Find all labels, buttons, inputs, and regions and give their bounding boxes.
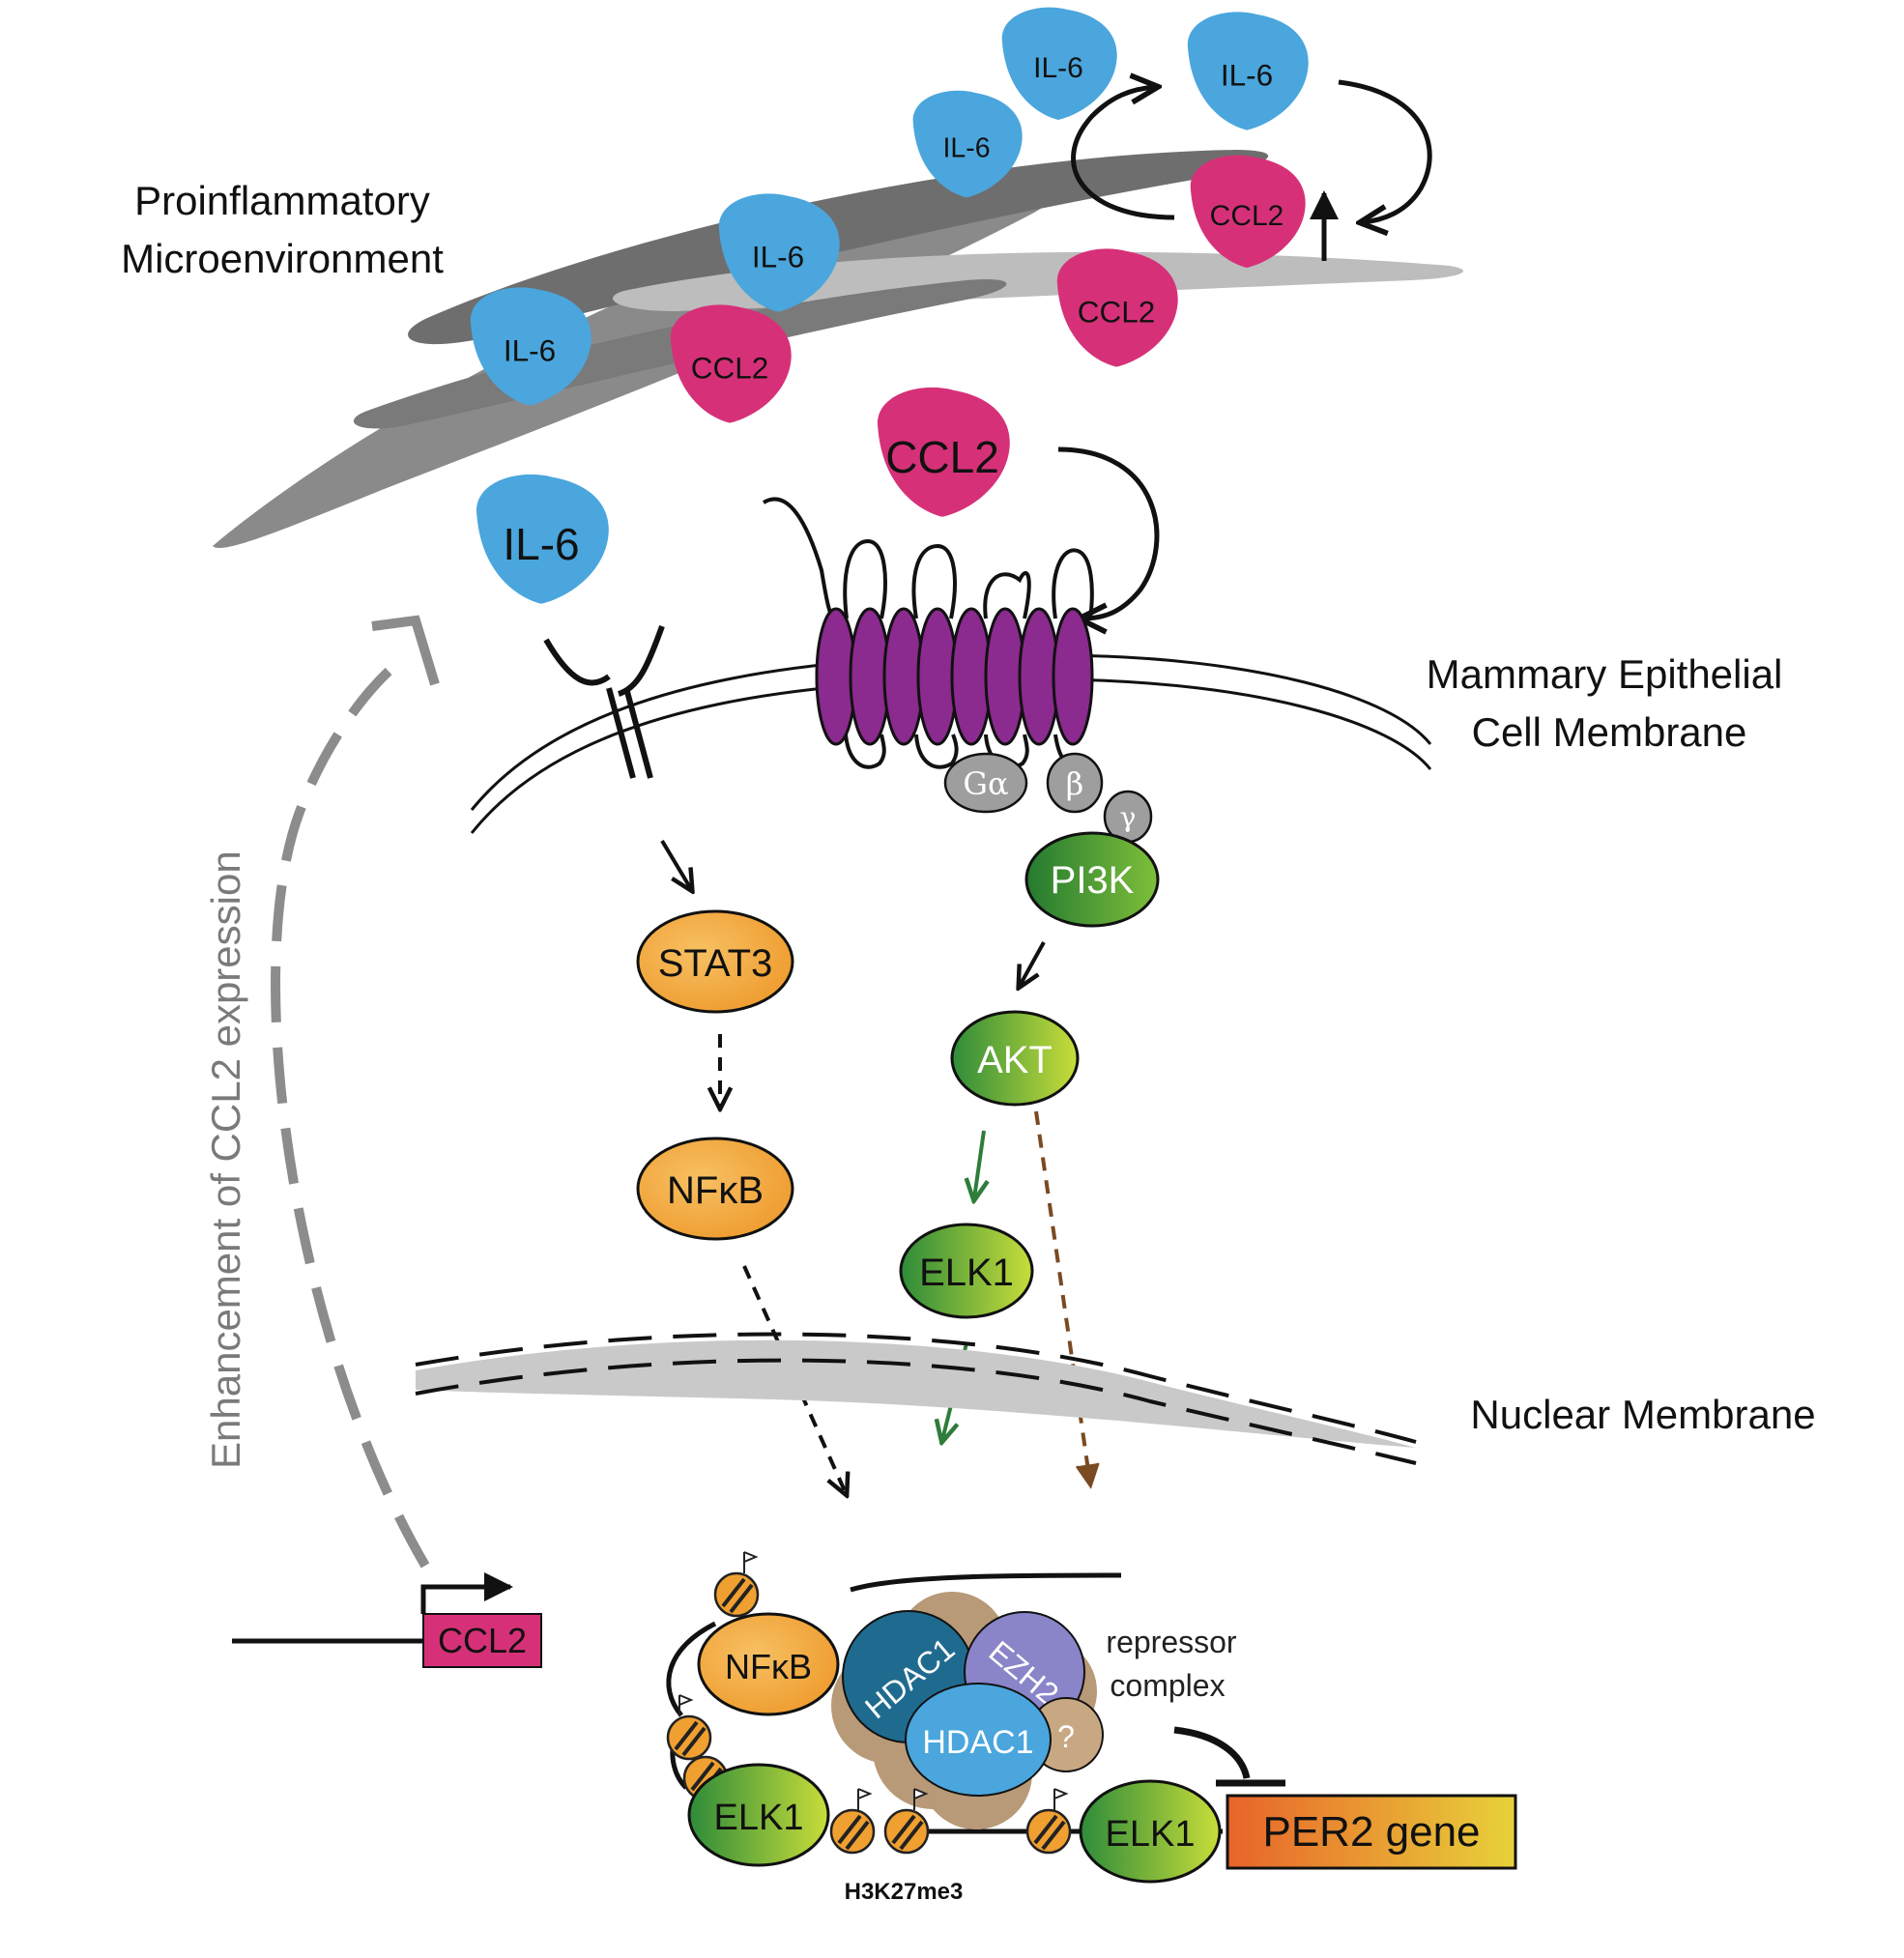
ccl2-receptor-gpcr [815,607,1094,746]
svg-text:PER2 gene: PER2 gene [1262,1808,1480,1856]
il6-ligand-2: IL-6 [1187,12,1309,130]
microenvironment-label: Proinflammatory Microenvironment [121,178,444,281]
svg-text:Gα: Gα [963,765,1008,802]
ccl2-ligand-3: CCL2 [670,304,792,423]
svg-text:STAT3: STAT3 [658,942,773,985]
il6-receptor [543,624,665,779]
svg-text:IL-6: IL-6 [752,239,804,274]
svg-text:IL-6: IL-6 [504,332,556,367]
elk1-bound-node-right: ELK1 [1079,1779,1222,1884]
svg-text:CCL2: CCL2 [1210,200,1284,232]
g-protein-beta: β [1046,752,1104,814]
svg-text:IL-6: IL-6 [1221,57,1273,92]
svg-text:?: ? [1057,1719,1075,1754]
svg-text:γ: γ [1120,801,1137,833]
svg-text:Proinflammatory: Proinflammatory [134,178,430,223]
ccl2-gene: CCL2 [232,1572,542,1668]
svg-text:CCL2: CCL2 [1078,294,1156,329]
nfkb-cytoplasmic-node: NFκB [636,1137,794,1241]
il6-ligand-3: IL-6 [912,90,1023,198]
autocrine-loop-arrows [1071,82,1432,261]
feedback-label: Enhancement of CCL2 expression [203,850,248,1469]
ccl2-ligand-2: CCL2 [1056,248,1178,367]
svg-text:CCL2: CCL2 [438,1621,527,1660]
ccl2-feedback-arrow [271,652,430,1569]
il6-ligand-free: IL-6 [476,474,609,604]
nucleosome [713,1551,760,1618]
svg-text:ELK1: ELK1 [714,1798,804,1838]
repressor-complex-label: repressor complex [1106,1625,1237,1703]
feedback-arrowhead [371,615,440,686]
svg-text:CCL2: CCL2 [885,432,999,482]
svg-text:AKT: AKT [977,1039,1053,1081]
il6-ligand-5: IL-6 [470,287,591,406]
akt-to-elk1-arrow [974,1130,984,1198]
svg-text:PI3K: PI3K [1051,859,1135,902]
histone-mark-label: H3K27me3 [845,1879,964,1905]
akt-node: AKT [950,1010,1080,1107]
svg-text:IL-6: IL-6 [1033,52,1083,84]
pi3k-node: PI3K [1024,831,1160,928]
svg-text:HDAC1: HDAC1 [922,1724,1033,1761]
svg-text:ELK1: ELK1 [1106,1814,1196,1855]
svg-text:IL-6: IL-6 [503,519,579,569]
ccl2-promoter-arrow [420,1572,513,1614]
ccl2-ligand-free: CCL2 [877,387,1010,517]
svg-text:NFκB: NFκB [667,1169,764,1212]
elk1-cytoplasmic-node: ELK1 [899,1223,1034,1319]
svg-text:β: β [1066,765,1084,802]
ccl2-binding-arrow [1057,446,1160,619]
pi3k-to-akt-arrow [1020,941,1046,986]
nucleosome [1025,1788,1072,1855]
g-protein-gamma: γ [1103,790,1153,844]
stat3-node: STAT3 [636,909,794,1014]
hdac1-light-node: HDAC1 [905,1683,1052,1797]
repression-line [1173,1726,1251,1779]
nfkb-bound-node: NFκB [697,1612,840,1716]
nucleosome [829,1788,876,1855]
il6-ligand-1: IL-6 [1001,7,1117,120]
svg-text:Cell Membrane: Cell Membrane [1472,709,1747,755]
svg-text:ELK1: ELK1 [919,1252,1014,1294]
svg-text:IL-6: IL-6 [942,133,990,164]
svg-text:Microenvironment: Microenvironment [121,236,444,281]
svg-text:complex: complex [1110,1668,1225,1703]
elk1-bound-node-left: ELK1 [687,1763,830,1867]
svg-text:NFκB: NFκB [725,1647,812,1686]
ccl2-ligand-1: CCL2 [1190,155,1306,268]
svg-text:CCL2: CCL2 [691,350,769,385]
svg-text:repressor: repressor [1106,1625,1237,1659]
il6-ligand-4: IL-6 [718,193,840,312]
microenvironment-ligands: IL-6 IL-6 IL-6 IL-6 IL-6 CCL2 CCL2 CCL2 [470,7,1309,423]
per2-gene: PER2 gene [1226,1794,1517,1870]
cell-membrane-label: Mammary Epithelial Cell Membrane [1427,651,1783,755]
akt-to-nucleus-dashed-arrow [1034,1110,1090,1483]
svg-text:Mammary Epithelial: Mammary Epithelial [1427,651,1783,697]
g-protein-alpha: Gα [943,752,1028,814]
receptor-to-stat3-arrow [660,839,691,889]
nuclear-membrane-label: Nuclear Membrane [1470,1392,1815,1437]
nuclear-membrane [415,1332,1417,1465]
